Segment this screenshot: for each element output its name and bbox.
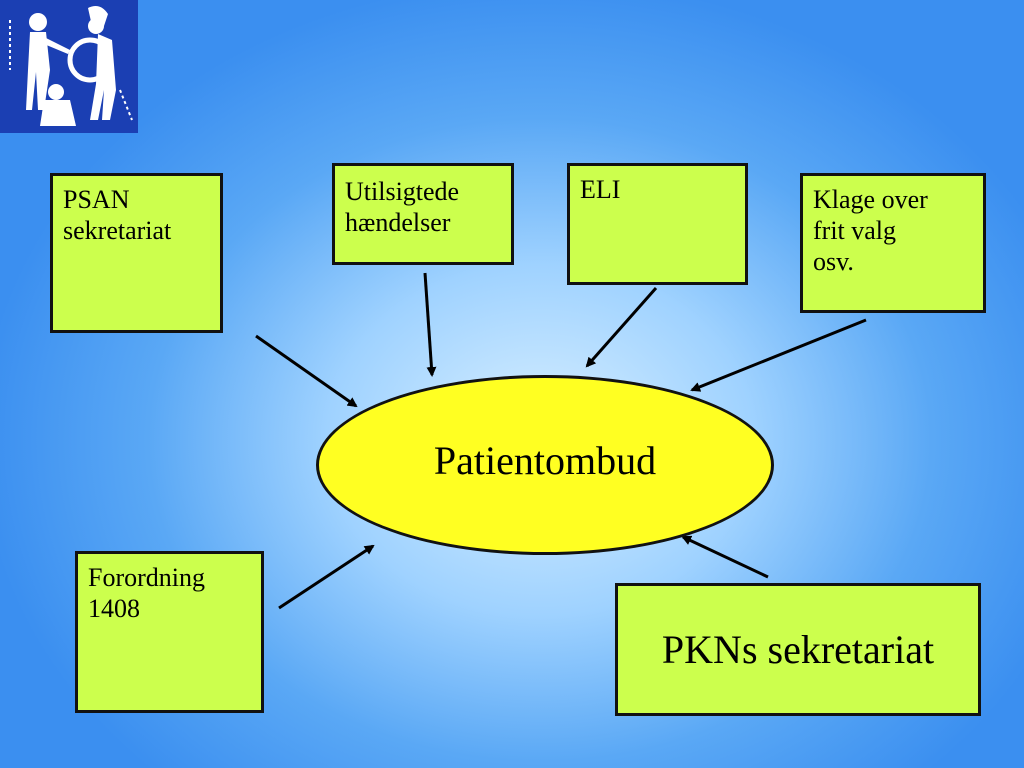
- node-utilsigtede-haendelser: Utilsigtede hændelser: [332, 163, 514, 265]
- node-psan-sekretariat: PSAN sekretariat: [50, 173, 223, 333]
- edge-foro-to-center: [278, 544, 375, 610]
- node-klage-over-frit-valg: Klage over frit valg osv.: [800, 173, 986, 313]
- node-forordning-1408: Forordning 1408: [75, 551, 264, 713]
- edge-pkn-to-center: [681, 535, 769, 579]
- logo-illustration-icon: [0, 0, 138, 133]
- center-node-label: Patientombud: [433, 437, 657, 483]
- edge-util-to-center: [423, 272, 437, 377]
- edge-klage-to-center: [690, 318, 867, 392]
- edge-psan-to-center: [255, 334, 358, 408]
- node-eli: ELI: [567, 163, 748, 285]
- node-pkns-sekretariat: PKNs sekretariat: [615, 583, 981, 716]
- center-node-patientombud: Patientombud: [316, 375, 774, 555]
- edge-eli-to-center: [585, 287, 658, 368]
- logo-image: [0, 0, 138, 133]
